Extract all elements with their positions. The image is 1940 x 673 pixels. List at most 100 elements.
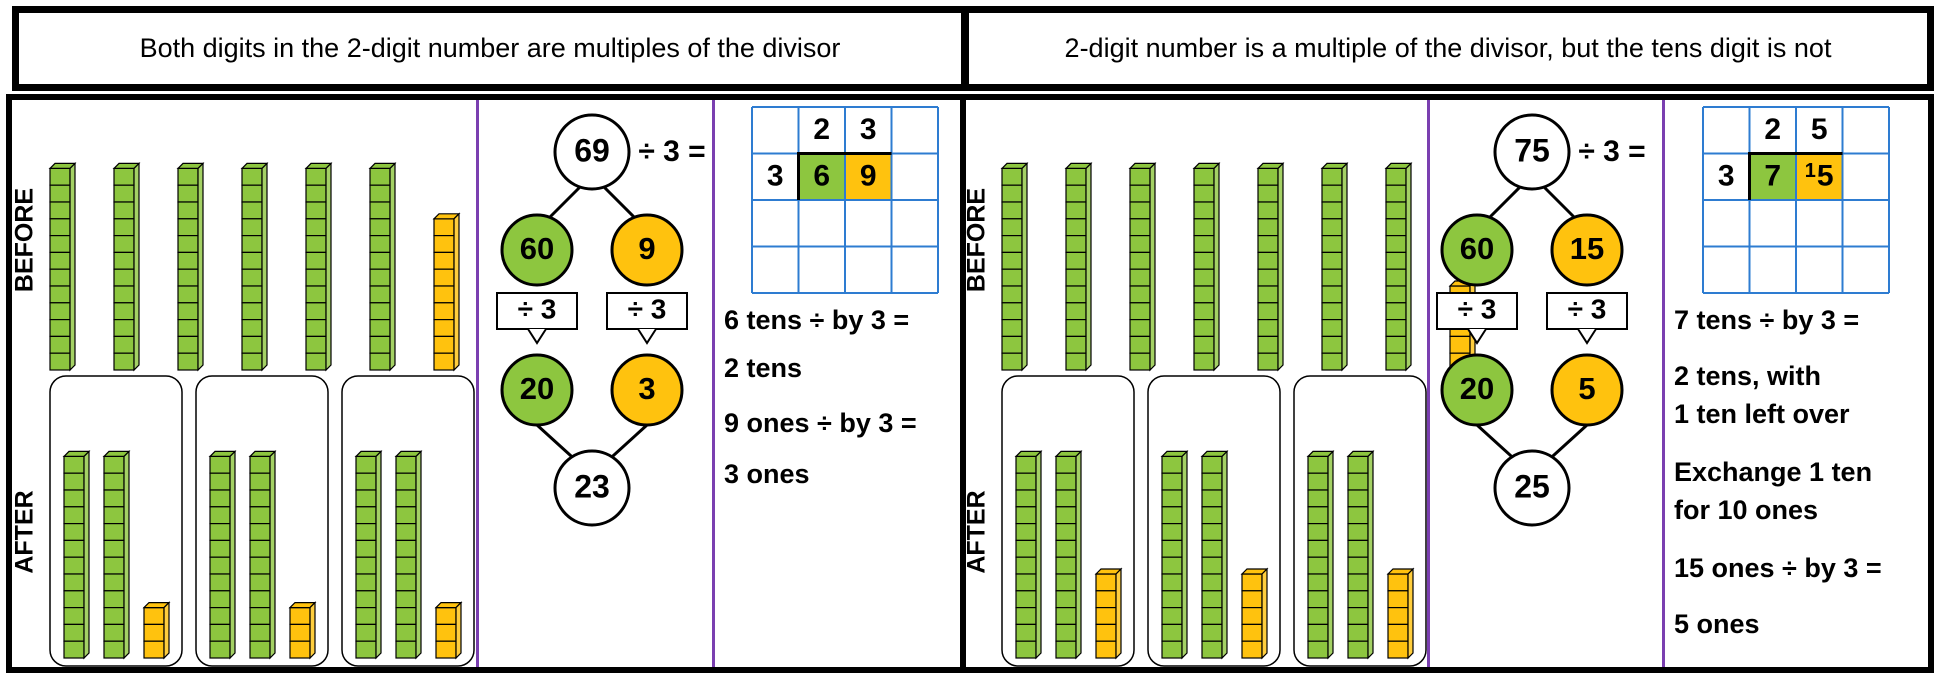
explanation-line: 6 tens ÷ by 3 = xyxy=(724,305,909,335)
grid-cell-ones xyxy=(1796,153,1843,200)
ones-column xyxy=(1094,567,1123,660)
operation-box xyxy=(1436,292,1518,330)
dividend-tens: 6 xyxy=(813,160,830,193)
after-group xyxy=(49,375,183,667)
dividend-ones: 9 xyxy=(860,160,877,193)
operation-box xyxy=(496,292,578,330)
after-group xyxy=(1001,375,1135,667)
whole-value: 75 xyxy=(1514,132,1550,168)
result-circle-left xyxy=(1440,353,1514,427)
explanation-line: 5 ones xyxy=(1674,609,1760,639)
ten-rod xyxy=(112,161,141,372)
division-bracket xyxy=(797,152,892,200)
divider-line xyxy=(476,100,479,667)
result-right-value: 5 xyxy=(1578,371,1595,406)
result-circle-left xyxy=(500,353,574,427)
ten-rod xyxy=(102,449,131,660)
header-right-text: 2-digit number is a multiple of the divi… xyxy=(1064,33,1832,63)
arrow-down-icon xyxy=(527,328,547,345)
grid-cell-ones xyxy=(845,153,892,200)
ten-rod xyxy=(1320,161,1349,372)
ten-rod xyxy=(208,449,237,660)
part-right-value: 9 xyxy=(638,231,655,266)
ones-column xyxy=(1386,567,1415,660)
ten-rod xyxy=(1014,449,1043,660)
after-group xyxy=(341,375,475,667)
result-circle-right xyxy=(610,353,684,427)
result-circle-right xyxy=(1550,353,1624,427)
ten-rod xyxy=(1200,449,1229,660)
division-label: ÷ 3 = xyxy=(1578,135,1645,168)
quotient-ones: 5 xyxy=(1811,113,1828,146)
explanation-line: 9 ones ÷ by 3 = xyxy=(724,408,917,438)
ten-rod xyxy=(240,161,269,372)
explanation-line: 1 ten left over xyxy=(1674,399,1850,429)
answer-value: 25 xyxy=(1514,468,1550,504)
ten-rod xyxy=(1160,449,1189,660)
part-right-value: 15 xyxy=(1570,231,1604,266)
after-label: AFTER xyxy=(11,490,39,573)
ten-rod xyxy=(248,449,277,660)
explanation-line: 15 ones ÷ by 3 = xyxy=(1674,553,1882,583)
ones-column xyxy=(434,601,463,660)
ones-column xyxy=(142,601,171,660)
divider-line xyxy=(712,100,715,667)
operation-box xyxy=(606,292,688,330)
whole-circle xyxy=(553,113,631,191)
ten-rod xyxy=(1128,161,1157,372)
quotient-ones: 3 xyxy=(860,113,877,146)
divisor-digit: 3 xyxy=(767,160,784,193)
after-group xyxy=(195,375,329,667)
explanation-line: 3 ones xyxy=(724,459,810,489)
explanation-line: 7 tens ÷ by 3 = xyxy=(1674,305,1859,335)
part-circle-right xyxy=(610,213,684,287)
ten-rod xyxy=(368,161,397,372)
part-circle-right xyxy=(1550,213,1624,287)
ten-rod xyxy=(1306,449,1335,660)
explanation-line: 2 tens, with xyxy=(1674,361,1821,391)
ten-rod xyxy=(1054,449,1083,660)
answer-value: 23 xyxy=(574,468,610,504)
operation-label: ÷ 3 xyxy=(1568,293,1607,324)
ten-rod xyxy=(48,161,77,372)
divider-line xyxy=(1662,100,1665,667)
ten-rod xyxy=(1346,449,1375,660)
arrow-down-icon xyxy=(637,328,657,345)
dividend-tens: 7 xyxy=(1764,160,1781,193)
operation-label: ÷ 3 xyxy=(628,293,667,324)
operation-box xyxy=(1546,292,1628,330)
arrow-down-icon xyxy=(1577,328,1597,345)
ten-rod xyxy=(394,449,423,660)
ten-rod xyxy=(1000,161,1029,372)
explanation-line: 2 tens xyxy=(724,353,802,383)
answer-circle xyxy=(1493,449,1571,527)
header-left: Both digits in the 2-digit number are mu… xyxy=(12,6,968,91)
ten-rod xyxy=(354,449,383,660)
result-right-value: 3 xyxy=(638,371,655,406)
ten-rod xyxy=(304,161,333,372)
arrow-down-icon xyxy=(1467,328,1487,345)
exchange-digit: 1 xyxy=(1805,160,1816,182)
header-right: 2-digit number is a multiple of the divi… xyxy=(962,6,1934,91)
answer-circle xyxy=(553,449,631,527)
ten-rod xyxy=(176,161,205,372)
ten-rod xyxy=(62,449,91,660)
after-group xyxy=(1293,375,1427,667)
part-circle-left xyxy=(1440,213,1514,287)
division-label: ÷ 3 = xyxy=(638,135,705,168)
division-bracket xyxy=(1748,152,1843,200)
whole-value: 69 xyxy=(574,132,610,168)
grid-cell-tens xyxy=(798,153,845,200)
grid-cell-tens xyxy=(1749,153,1796,200)
ten-rod xyxy=(1256,161,1285,372)
part-circle-left xyxy=(500,213,574,287)
after-group xyxy=(1147,375,1281,667)
operation-label: ÷ 3 xyxy=(1458,293,1497,324)
quotient-tens: 2 xyxy=(813,113,830,146)
explanation-line: Exchange 1 ten xyxy=(1674,457,1872,487)
ones-column xyxy=(1240,567,1269,660)
ten-rod xyxy=(1192,161,1221,372)
header-left-text: Both digits in the 2-digit number are mu… xyxy=(139,33,841,63)
